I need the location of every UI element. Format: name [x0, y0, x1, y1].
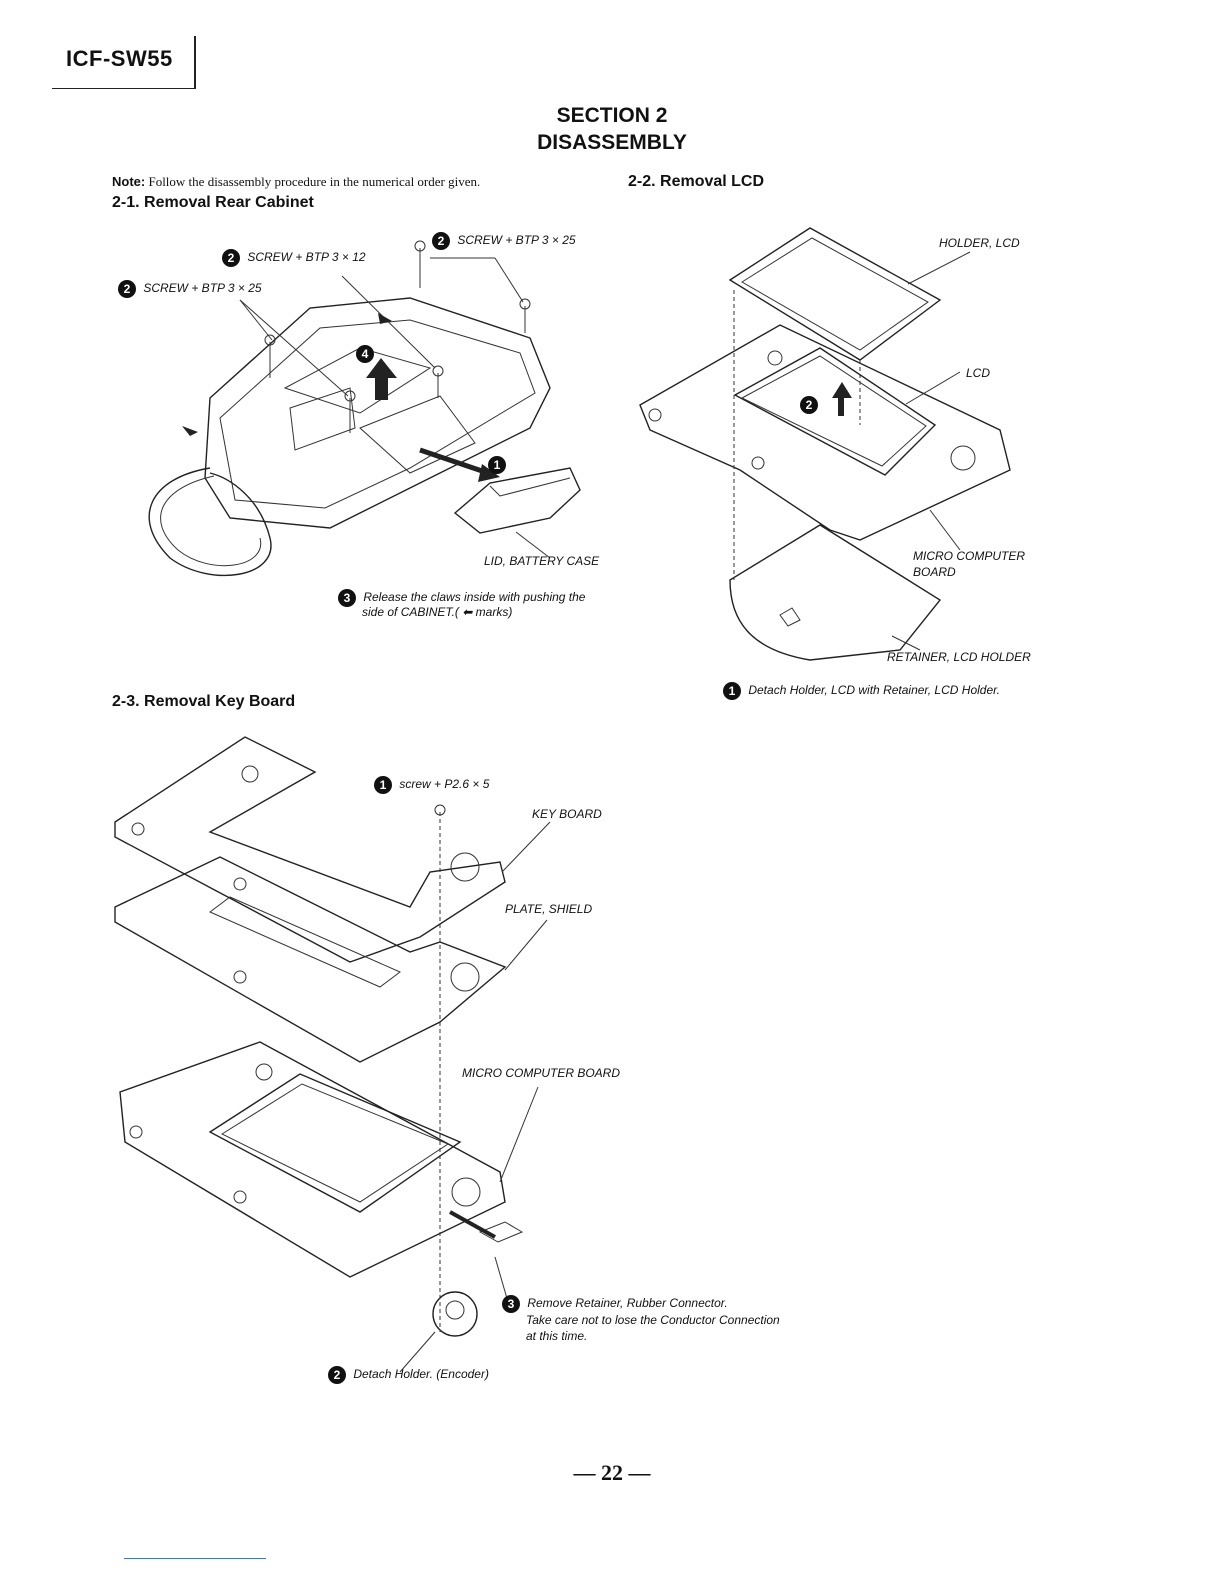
label-micro-computer-board-line1: MICRO COMPUTER — [913, 549, 1025, 563]
section-subtitle: DISASSEMBLY — [537, 131, 687, 154]
step-3-marker: 3 — [502, 1295, 520, 1313]
model-box — [52, 36, 196, 89]
rear-cabinet-diagram — [110, 228, 630, 608]
step-1-marker: 1 — [374, 776, 392, 794]
key-board-diagram — [110, 732, 530, 1392]
label-plate-shield: PLATE, SHIELD — [505, 902, 593, 916]
keyboard-step2-note: 2 Detach Holder. (Encoder) — [328, 1366, 489, 1384]
keyboard-step3-note-line3: at this time. — [526, 1329, 588, 1343]
keyboard-step3-note: 3 Remove Retainer, Rubber Connector. — [502, 1295, 728, 1313]
label-screw-p26: 1 screw + P2.6 × 5 — [374, 776, 489, 794]
note-label: Note: — [112, 174, 146, 189]
heading-removal-key-board: 2-3. Removal Key Board — [112, 693, 296, 710]
step-2-marker: 2 — [800, 396, 822, 414]
keyboard-step3-note-line2: Take care not to lose the Conductor Conn… — [526, 1313, 780, 1327]
step-2-marker: 2 — [328, 1366, 346, 1384]
step-4-marker: 4 — [356, 345, 378, 363]
label-micro-computer-board-line2: BOARD — [913, 565, 956, 579]
label-lid-battery-case: LID, BATTERY CASE — [484, 554, 600, 568]
note: Note: Follow the disassembly procedure i… — [112, 174, 480, 190]
label-lcd: LCD — [966, 366, 991, 380]
heading-removal-lcd: 2-2. Removal LCD — [628, 173, 765, 190]
bottom-rule — [124, 1558, 266, 1559]
step-1-marker: 1 — [723, 682, 741, 700]
lcd-diagram — [630, 220, 1050, 670]
label-screw-top-mid: 2 SCREW + BTP 3 × 12 — [222, 249, 366, 267]
label-holder-lcd: HOLDER, LCD — [939, 236, 1020, 250]
label-screw-left: 2 SCREW + BTP 3 × 25 — [118, 280, 262, 298]
rear-step3-note: 3 Release the claws inside with pushing … — [338, 589, 585, 607]
label-key-board: KEY BOARD — [532, 807, 602, 821]
note-text: Follow the disassembly procedure in the … — [148, 174, 481, 189]
step-2-marker: 2 — [222, 249, 240, 267]
page-number: — 22 — — [573, 1460, 651, 1485]
label-micro-computer-board: MICRO COMPUTER BOARD — [462, 1066, 621, 1080]
rear-step3-note-line2: side of CABINET.( ⬅ marks) — [362, 605, 513, 619]
step-2-marker: 2 — [118, 280, 136, 298]
step-1-marker: 1 — [488, 456, 510, 474]
step-3-marker: 3 — [338, 589, 356, 607]
model-number: ICF-SW55 — [66, 46, 173, 71]
section-title: SECTION 2 — [556, 104, 668, 127]
label-retainer-lcd-holder: RETAINER, LCD HOLDER — [887, 650, 1031, 664]
heading-rear-cabinet: 2-1. Removal Rear Cabinet — [112, 194, 314, 211]
lcd-step1-note: 1 Detach Holder, LCD with Retainer, LCD … — [723, 682, 1000, 700]
label-screw-top-right: 2 SCREW + BTP 3 × 25 — [432, 232, 576, 250]
step-2-marker: 2 — [432, 232, 450, 250]
